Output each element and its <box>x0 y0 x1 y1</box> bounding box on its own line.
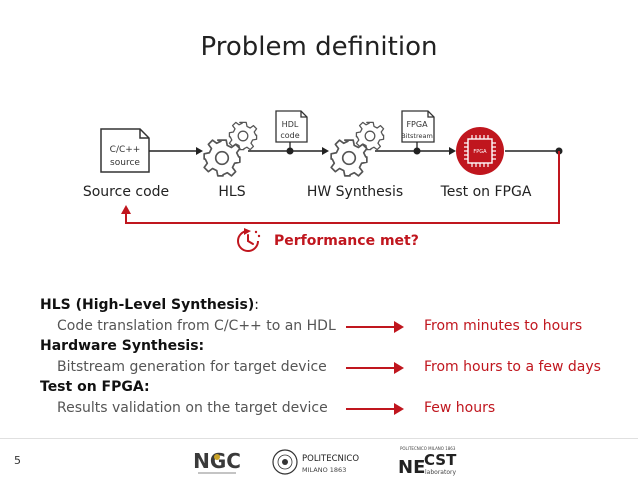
politecnico-logo: POLITECNICO MILANO 1863 <box>272 449 359 475</box>
stage-label-hls: HLS <box>218 184 246 200</box>
hls-description: Code translation from C/C++ to an HDL <box>57 318 336 334</box>
bitstream-doc-line1: FPGA <box>406 120 428 129</box>
hls-heading: HLS (High-Level Synthesis): <box>40 297 259 313</box>
hdl-document-icon: HDL code <box>275 110 308 143</box>
svg-text:CST: CST <box>424 451 457 469</box>
hw-synthesis-time-arrow <box>346 362 404 374</box>
hw-synthesis-time: From hours to a few days <box>424 359 601 375</box>
svg-text:laboratory: laboratory <box>425 469 456 476</box>
test-fpga-time-arrow <box>346 403 404 415</box>
stage-label-test-fpga: Test on FPGA <box>440 184 532 200</box>
bitstream-junction-dot <box>413 147 421 155</box>
svg-text:MILANO 1863: MILANO 1863 <box>302 466 346 474</box>
hls-time: From minutes to hours <box>424 318 583 334</box>
hw-synthesis-description: Bitstream generation for target device <box>57 359 327 375</box>
test-fpga-time: Few hours <box>424 400 496 416</box>
stage-label-source-code: Source code <box>82 184 170 200</box>
page-number: 5 <box>14 454 21 467</box>
source-document-icon: C/C++ source <box>100 128 150 173</box>
svg-text:POLITECNICO MILANO 1863: POLITECNICO MILANO 1863 <box>400 446 456 451</box>
source-doc-line1: C/C++ <box>110 145 141 155</box>
bitstream-doc-line2: Bitstream <box>401 132 433 140</box>
stopwatch-icon <box>237 228 261 252</box>
hdl-doc-line2: code <box>280 131 299 140</box>
hdl-doc-line1: HDL <box>282 120 299 129</box>
hls-heading-text: HLS (High-Level Synthesis) <box>40 297 255 313</box>
svg-text:NGC: NGC <box>194 449 240 473</box>
svg-text:NE: NE <box>398 457 425 477</box>
test-fpga-heading: Test on FPGA: <box>40 379 150 395</box>
necst-logo: POLITECNICO MILANO 1863 NE CST laborator… <box>398 446 457 477</box>
test-fpga-description: Results validation on the target device <box>57 400 328 416</box>
stage-label-hw-synthesis: HW Synthesis <box>306 184 404 200</box>
hls-heading-colon: : <box>254 297 259 313</box>
hw-synthesis-heading: Hardware Synthesis: <box>40 338 205 354</box>
svg-text:POLITECNICO: POLITECNICO <box>302 454 359 464</box>
source-doc-line2: source <box>110 158 140 168</box>
fpga-chip-icon: FPGA <box>456 127 504 175</box>
flow-arrowhead-3 <box>449 147 456 155</box>
slide-title: Problem definition <box>200 32 438 62</box>
bitstream-document-icon: FPGA Bitstream <box>401 110 435 143</box>
feedback-loop-line <box>125 151 560 224</box>
hls-gears-icon <box>203 121 258 177</box>
flow-arrowhead-1 <box>196 147 203 155</box>
hls-time-arrow <box>346 321 404 333</box>
ngc-logo: NGC <box>194 449 240 474</box>
hdl-junction-dot <box>286 147 294 155</box>
fpga-chip-label: FPGA <box>473 149 487 155</box>
footer-divider <box>0 438 638 439</box>
flow-arrowhead-2 <box>322 147 329 155</box>
feedback-arrowhead <box>121 205 131 214</box>
hw-synthesis-gears-icon <box>330 121 385 177</box>
performance-question: Performance met? <box>274 233 419 249</box>
